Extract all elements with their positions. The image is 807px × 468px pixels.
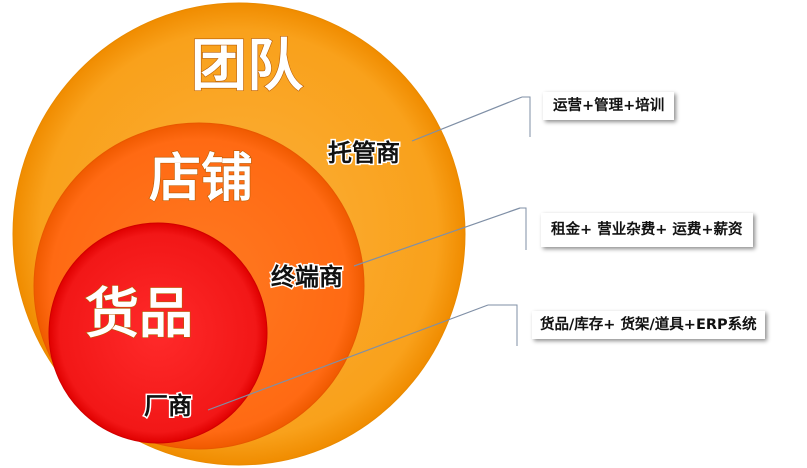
bracket-terminal bbox=[520, 207, 527, 250]
leader-line-terminal bbox=[353, 207, 521, 267]
role-label-terminal: 终端商 bbox=[271, 263, 343, 291]
leader-line-operator bbox=[411, 96, 523, 142]
inner-circle-goods bbox=[48, 222, 268, 444]
bracket-operator bbox=[522, 96, 531, 137]
role-label-manufacturer: 厂商 bbox=[144, 392, 192, 420]
leader-line-manufacturer bbox=[207, 304, 489, 411]
callout-operator: 运营+管理+培训 bbox=[543, 92, 675, 120]
callout-terminal: 租金+ 营业杂费+ 运费+薪资 bbox=[541, 213, 753, 247]
circle-label-team: 团队 bbox=[191, 34, 304, 99]
circle-label-store: 店铺 bbox=[149, 149, 253, 209]
role-label-operator: 托管商 bbox=[328, 139, 400, 167]
bracket-manufacturer bbox=[488, 304, 518, 346]
circle-label-goods: 货品 bbox=[85, 282, 193, 345]
callout-manufacturer: 货品/库存+ 货架/道具+ERP系统 bbox=[532, 311, 765, 339]
